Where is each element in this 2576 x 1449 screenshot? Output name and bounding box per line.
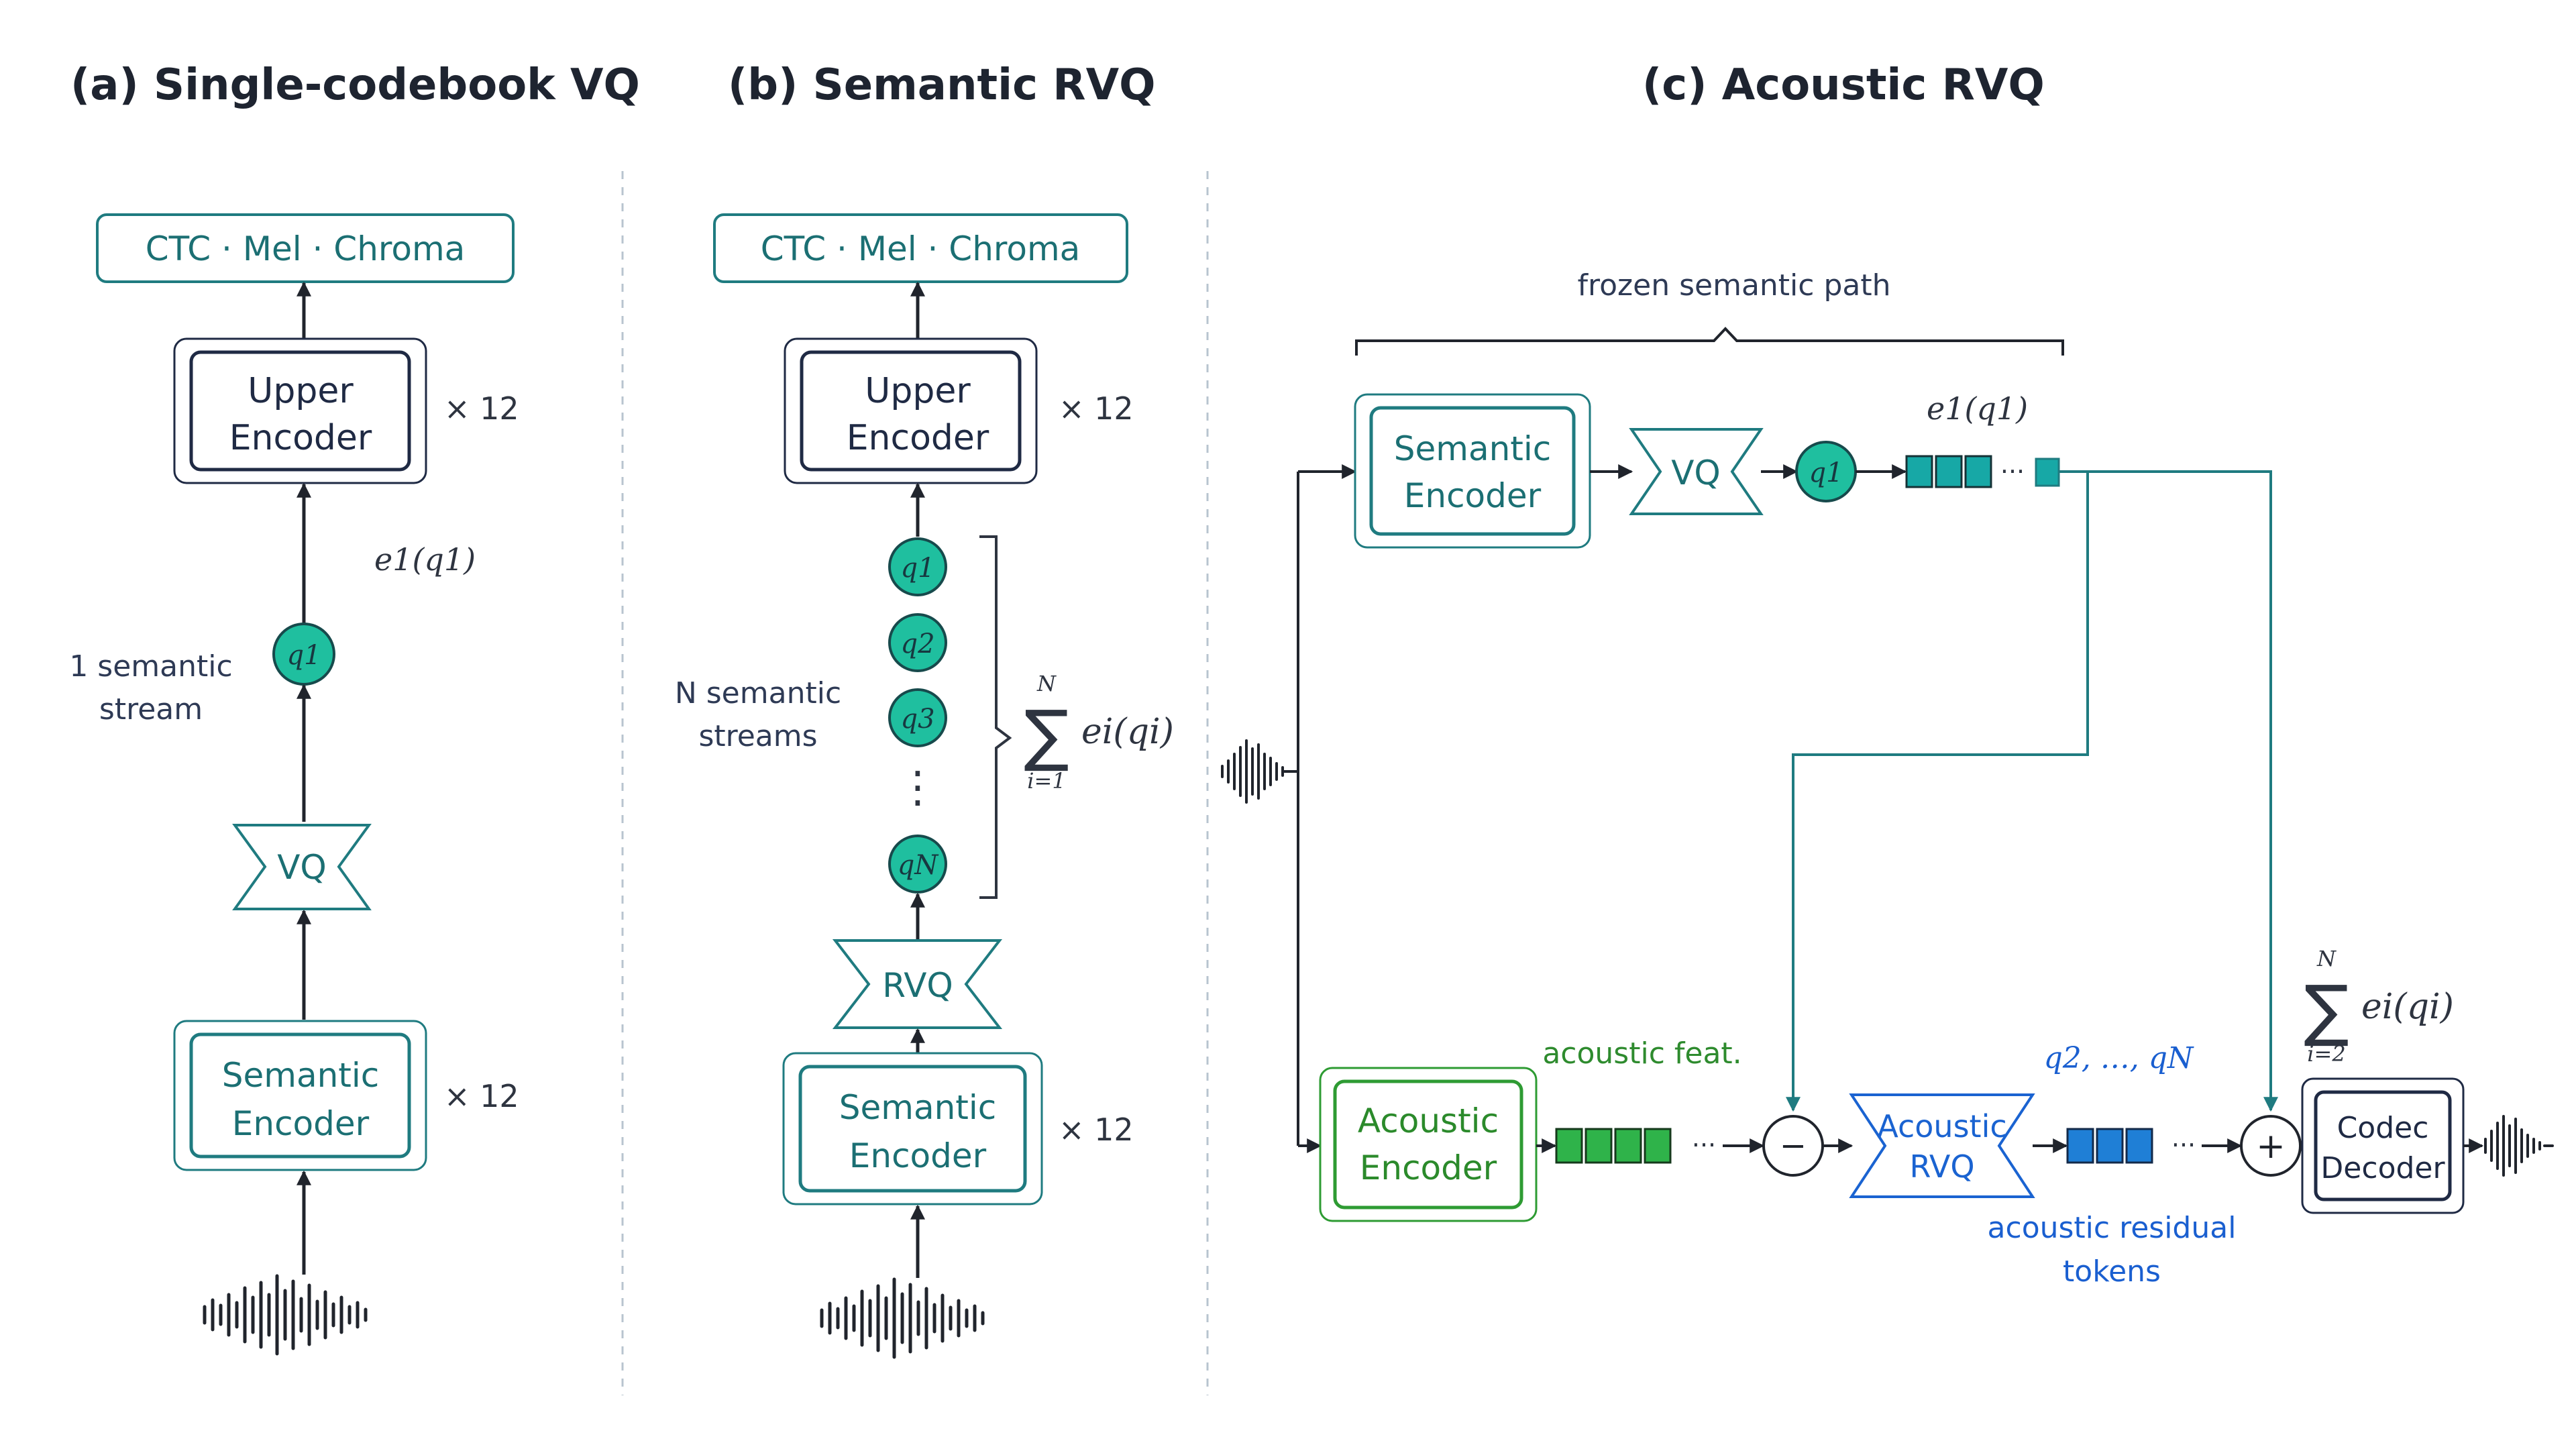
panel-c-residual-tokens-label: q2, …, qN <box>2044 1041 2194 1075</box>
panel-b-sum-lower: i=1 <box>1027 768 1065 794</box>
panel-c-residual-caption-2: tokens <box>2063 1254 2161 1289</box>
panel-a-token-q1-label: q1 <box>286 640 321 671</box>
panel-c-codec-decoder <box>2314 1090 2452 1201</box>
panel-b-token-qn <box>888 835 947 894</box>
panel-b-title: (b) Semantic RVQ <box>728 60 1156 110</box>
panel-b: (b) Semantic RVQ CTC · Mel · Chroma Uppe… <box>675 60 1174 1359</box>
panel-c-token-q1-label: q1 <box>1809 458 1843 488</box>
panel-c-input-waveform-icon <box>1221 739 1284 804</box>
panel-b-input-waveform-icon <box>820 1277 985 1359</box>
panel-c-minus-symbol: − <box>1780 1127 1807 1165</box>
panel-a-stream-label-1: 1 semantic <box>69 649 232 684</box>
panel-c-semantic-embed-1 <box>1905 455 1933 488</box>
panel-b-token-q3 <box>888 688 947 747</box>
panel-b-stream-label-2: streams <box>698 719 817 753</box>
panel-c-residual-ellipsis: ··· <box>2171 1130 2196 1160</box>
panel-c-acoustic-feat-2 <box>1585 1128 1613 1164</box>
panel-a-upper-repeat: × 12 <box>444 390 519 427</box>
panel-b-token-qn-label: qN <box>898 850 940 881</box>
panel-c-sum-upper: N <box>2316 946 2337 971</box>
panel-a-semantic-encoder-line1: Semantic <box>222 1056 380 1095</box>
panel-a-vq-label: VQ <box>277 848 327 887</box>
panel-c-semantic-encoder-line2: Encoder <box>1404 476 1542 515</box>
panel-c-title: (c) Acoustic RVQ <box>1642 60 2045 110</box>
panel-c: (c) Acoustic RVQ frozen semantic path Se… <box>1221 60 2554 1289</box>
panel-a-upper-encoder <box>189 350 411 472</box>
panel-c-codec-decoder-line1: Codec <box>2337 1111 2429 1145</box>
panel-c-sum-sigma: ∑ <box>2304 971 2349 1049</box>
arrow-c-semantic-to-plus <box>2059 470 2278 1112</box>
panel-b-stream-label-1: N semantic <box>675 676 841 710</box>
panel-b-semantic-encoder <box>798 1065 1027 1193</box>
panel-a-semantic-encoder <box>189 1032 411 1159</box>
panel-c-plus-symbol: + <box>2256 1126 2286 1167</box>
panel-c-acoustic-feat-1 <box>1555 1128 1583 1164</box>
panel-c-semantic-embed-3 <box>1964 455 1992 488</box>
panel-c-acoustic-encoder-line1: Acoustic <box>1358 1102 1499 1140</box>
panel-b-token-q1 <box>888 537 947 596</box>
panel-b-sum-term: ei(qi) <box>1081 712 1174 752</box>
panel-c-acoustic-feat-label: acoustic feat. <box>1542 1036 1741 1071</box>
panel-a-vq-shape <box>232 824 372 910</box>
panel-c-semantic-embed-2 <box>1935 455 1963 488</box>
panel-b-token-q2-label: q2 <box>900 629 934 659</box>
panel-c-vq-shape <box>1629 428 1764 515</box>
panel-c-residual-caption-1: acoustic residual <box>1988 1211 2237 1245</box>
panel-a-upper-encoder-line1: Upper <box>248 371 354 411</box>
panel-a-semantic-encoder-line2: Encoder <box>232 1104 370 1143</box>
panel-b-rvq-shape <box>832 939 1003 1029</box>
panel-b-targets: CTC · Mel · Chroma <box>761 229 1081 268</box>
panel-c-acoustic-ellipsis: ··· <box>1692 1130 1716 1160</box>
panel-b-upper-encoder-line2: Encoder <box>847 418 989 458</box>
arrow-c-semantic-to-minus <box>1786 472 2089 1112</box>
panel-c-output-waveform-icon <box>2484 1115 2554 1177</box>
panel-c-acoustic-rvq-line2: RVQ <box>1909 1148 1974 1185</box>
panel-a-stream-label-2: stream <box>99 692 203 727</box>
panel-c-sum-term: ei(qi) <box>2361 987 2454 1027</box>
panel-c-acoustic-encoder-line2: Encoder <box>1360 1148 1497 1187</box>
panel-b-sum-upper: N <box>1036 671 1057 696</box>
panel-c-residual-token-3 <box>2125 1128 2153 1164</box>
panel-b-upper-encoder <box>800 350 1022 472</box>
panel-b-semantic-encoder-line1: Semantic <box>839 1088 997 1127</box>
panel-b-token-q2 <box>888 613 947 672</box>
panel-b-token-q1-label: q1 <box>900 553 934 584</box>
panel-c-vq-label: VQ <box>1671 453 1721 492</box>
panel-c-residual-token-1 <box>2066 1128 2094 1164</box>
panel-a-targets: CTC · Mel · Chroma <box>146 229 466 268</box>
panel-a: (a) Single-codebook VQ CTC · Mel · Chrom… <box>69 60 640 1356</box>
panel-a-semantic-repeat: × 12 <box>444 1078 519 1114</box>
panel-c-sum-lower: i=2 <box>2307 1041 2345 1067</box>
panel-b-streams-bracket <box>979 535 1012 899</box>
panel-c-semantic-ellipsis: ··· <box>2000 457 2025 486</box>
panel-b-rvq-label: RVQ <box>882 966 953 1005</box>
panel-c-acoustic-rvq-line1: Acoustic <box>1877 1108 2006 1144</box>
panel-c-semantic-encoder-line1: Semantic <box>1394 429 1552 468</box>
panel-c-acoustic-feat-4 <box>1644 1128 1672 1164</box>
panel-b-semantic-repeat: × 12 <box>1059 1112 1134 1148</box>
panel-c-semantic-embed-last <box>2035 458 2060 487</box>
panel-c-acoustic-feat-3 <box>1614 1128 1642 1164</box>
panel-c-semantic-encoder <box>1369 406 1576 536</box>
panel-c-embedding: e1(q1) <box>1927 390 2028 427</box>
panel-a-input-waveform-icon <box>203 1274 368 1356</box>
panel-b-sum-sigma: ∑ <box>1024 696 1069 774</box>
panel-c-frozen-brace <box>1355 327 2064 356</box>
panel-c-acoustic-rvq-shape <box>1849 1093 2035 1198</box>
panel-b-semantic-encoder-line2: Encoder <box>849 1136 987 1175</box>
panel-b-token-q3-label: q3 <box>900 704 934 735</box>
panel-a-title: (a) Single-codebook VQ <box>70 60 640 110</box>
panel-a-upper-encoder-line2: Encoder <box>229 418 372 458</box>
panel-c-frozen-label: frozen semantic path <box>1578 268 1891 303</box>
panel-b-token-dots: ⋮ <box>896 763 939 812</box>
panel-b-upper-encoder-line1: Upper <box>865 371 971 411</box>
panel-a-embedding: e1(q1) <box>374 541 476 578</box>
panel-c-acoustic-encoder <box>1333 1079 1523 1210</box>
panel-c-residual-token-2 <box>2096 1128 2124 1164</box>
panel-c-codec-decoder-line2: Decoder <box>2320 1151 2445 1185</box>
panel-b-upper-repeat: × 12 <box>1059 390 1134 427</box>
